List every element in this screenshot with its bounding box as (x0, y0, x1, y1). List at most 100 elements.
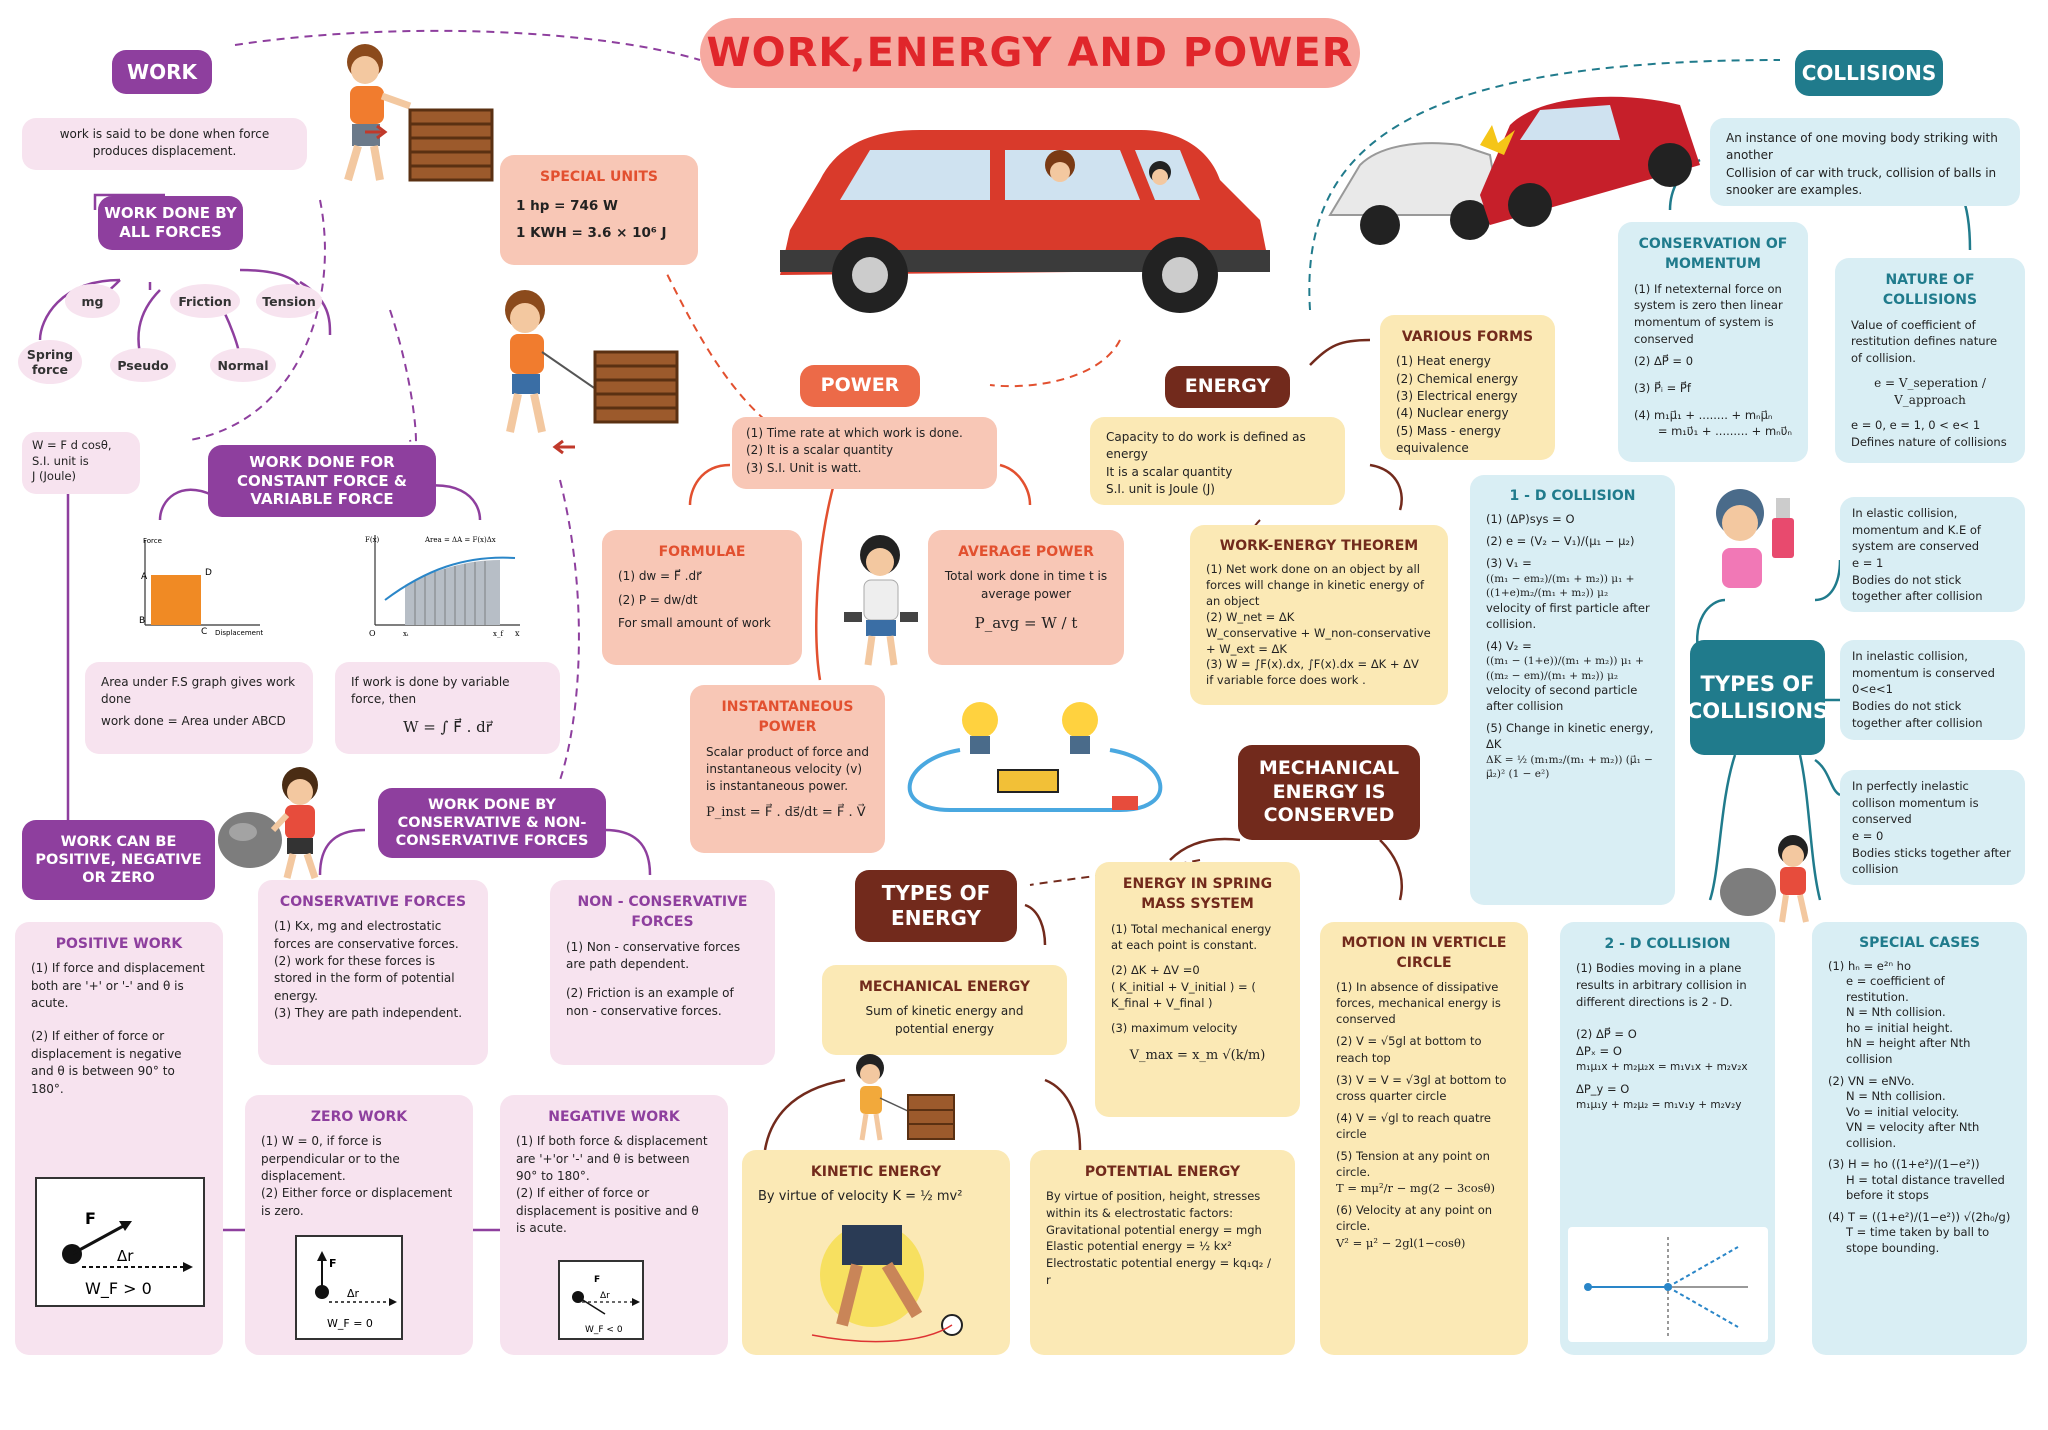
spring-mass-box: ENERGY IN SPRING MASS SYSTEM (1) Total m… (1095, 862, 1300, 1117)
formulae-line-3: For small amount of work (618, 616, 771, 631)
special-units-box: SPECIAL UNITS 1 hp = 746 W 1 KWH = 3.6 ×… (500, 155, 698, 265)
two-d-item: ΔP_y = O (1576, 1081, 1630, 1096)
two-d-item: m₁μ₁y + m₂μ₂ = m₁v₁y + m₂v₂y (1576, 1098, 1742, 1111)
positive-fig-w: W_F > 0 (85, 1279, 152, 1299)
nature-item: e = V_seperation / V_approach (1874, 375, 1986, 407)
average-power-box: AVERAGE POWER Total work done in time t … (928, 530, 1124, 665)
positive-work-heading: POSITIVE WORK (55, 936, 183, 952)
special-cases-box: SPECIAL CASES (1) hₙ = e²ⁿ ho e = coeffi… (1812, 922, 2027, 1355)
theorem-item: (1) Net work done on an object by all fo… (1206, 562, 1425, 609)
one-d-item: velocity of first particle after collisi… (1486, 600, 1650, 631)
one-d-collision-box: 1 - D COLLISION (1) (ΔP)sys = O (2) e = … (1470, 475, 1675, 905)
one-d-item: velocity of second particle after collis… (1486, 683, 1638, 714)
force-oval-tension: Tension (256, 284, 322, 318)
vertical-item: (5) Tension at any point on circle. (1336, 1149, 1490, 1180)
negative-work-figure: F Δr W_F < 0 (558, 1260, 644, 1340)
graph1-point-a: A (141, 572, 148, 582)
constant-variable-heading: WORK DONE FOR CONSTANT FORCE & VARIABLE … (208, 445, 436, 517)
conservative-box: CONSERVATIVE FORCES (1) Kx, mg and elect… (258, 880, 488, 1065)
energy-item: S.I. unit is Joule (J) (1106, 482, 1215, 497)
negative-fig-f: F (594, 1275, 600, 1285)
graph2-area-label: Area = ΔA = F(x)Δx (424, 536, 496, 544)
positive-work-box: POSITIVE WORK (1) If force and displacem… (15, 922, 223, 1355)
one-d-item: (3) V₁ = (1486, 556, 1532, 571)
boy-pulling-box-illustration (480, 282, 690, 457)
nature-collisions-box: NATURE OF COLLISIONS Value of coefficien… (1835, 258, 2025, 463)
power-item: (2) It is a scalar quantity (746, 443, 894, 458)
zero-item: (1) W = 0, if force is perpendicular or … (261, 1134, 400, 1184)
work-can-be-heading: WORK CAN BE POSITIVE, NEGATIVE OR ZERO (22, 820, 215, 900)
force-oval-mg: mg (65, 284, 120, 318)
variable-eq: W = ∫ F⃗ . dr⃗ (403, 717, 492, 736)
force-oval-friction: Friction (170, 284, 240, 318)
various-forms-item: (5) Mass - energy equivalence (1396, 423, 1501, 456)
special-item: (1) hₙ = e²ⁿ ho (1828, 958, 1912, 973)
negative-item: (2) If either of force or displacement i… (516, 1186, 699, 1236)
conservative-heading: CONSERVATIVE FORCES (279, 894, 467, 910)
inelastic-item: 0<e<1 (1852, 682, 1893, 697)
negative-fig-w: W_F < 0 (585, 1325, 623, 1335)
collisions-intro-item: An instance of one moving body striking … (1726, 131, 1998, 163)
various-forms-item: (4) Nuclear energy (1396, 406, 1509, 421)
power-heading: POWER (800, 365, 920, 407)
formulae-line-2: (2) P = dw/dt (618, 592, 698, 607)
force-oval-normal: Normal (210, 348, 276, 382)
conservative-item: (2) work for these forces is stored in t… (274, 954, 455, 1003)
negative-work-box: NEGATIVE WORK (1) If both force & displa… (500, 1095, 728, 1355)
collisions-intro-item: Collision of car with truck, collision o… (1726, 165, 1997, 198)
zero-fig-w: W_F = 0 (327, 1317, 373, 1330)
non-conservative-heading: NON - CONSERVATIVE FORCES (577, 894, 748, 931)
one-d-item: (2) e = (V₂ − V₁)/(μ₁ − μ₂) (1486, 534, 1635, 549)
vertical-item: (3) V = V = √3gl at bottom to cross quar… (1336, 1072, 1507, 1103)
conservative-item: (1) Kx, mg and electrostatic forces are … (274, 919, 459, 951)
graph2-xi-label: xᵢ (403, 630, 409, 638)
graph1-point-c: C (201, 627, 207, 637)
instantaneous-power-eq: P_inst = F⃗ . ds⃗/dt = F⃗ . V⃗ (706, 804, 866, 820)
potential-energy-box: POTENTIAL ENERGY By virtue of position, … (1030, 1150, 1295, 1355)
work-heading: WORK (112, 50, 212, 94)
zero-item: (2) Either force or displacement is zero… (261, 1186, 453, 1218)
average-power-heading: AVERAGE POWER (958, 544, 1094, 560)
boy-pushing-box-illustration (310, 40, 500, 190)
area-line-2: work done = Area under ABCD (101, 713, 286, 728)
two-d-collision-box: 2 - D COLLISION (1) Bodies moving in a p… (1560, 922, 1775, 1355)
vertical-circle-box: MOTION IN VERTICLE CIRCLE (1) In absence… (1320, 922, 1528, 1355)
mechanical-energy-text: Sum of kinetic energy and potential ener… (865, 1004, 1024, 1036)
momentum-item: (2) ΔP⃗ = 0 (1634, 354, 1694, 369)
graph1-y-label: Force (143, 537, 162, 545)
momentum-item: (4) m₁μ⃗₁ + ........ + mₙμ⃗ₙ (1634, 407, 1773, 422)
positive-work-figure: F Δr W_F > 0 (35, 1177, 205, 1307)
perfect-item: Bodies sticks together after collision (1852, 845, 2011, 877)
conservative-item: (3) They are path independent. (274, 1006, 463, 1021)
special-item: (2) VN = eNVo. (1828, 1073, 1915, 1088)
momentum-item: (3) P⃗ᵢ = P⃗f (1634, 380, 1691, 395)
vertical-item: (4) V = √gl to reach quatre circle (1336, 1110, 1491, 1141)
cons-noncons-heading: WORK DONE BY CONSERVATIVE & NON-CONSERVA… (378, 788, 606, 858)
elastic-item: Bodies do not stick together after colli… (1852, 572, 1983, 604)
nature-item: e = 0, e = 1, 0 < e< 1 Defines nature of… (1851, 418, 2007, 450)
average-power-eq: P_avg = W / t (974, 614, 1078, 633)
boy-rock-illustration (215, 760, 340, 880)
negative-fig-dr: Δr (600, 1291, 610, 1301)
zero-work-box: ZERO WORK (1) W = 0, if force is perpend… (245, 1095, 473, 1355)
positive-fig-f: F (85, 1209, 96, 1228)
one-d-item: (1) (ΔP)sys = O (1486, 512, 1575, 527)
vertical-item: (1) In absence of dissipative forces, me… (1336, 980, 1501, 1027)
work-formula-line: J (Joule) (32, 469, 77, 484)
power-box: (1) Time rate at which work is done. (2)… (732, 417, 997, 489)
kinetic-energy-text: By virtue of velocity K = ½ mv² (758, 1189, 963, 1205)
inelastic-collision-box: In inelastic collision, momentum is cons… (1840, 640, 2025, 740)
boy-small-box-illustration (840, 1050, 960, 1145)
kinetic-energy-box: KINETIC ENERGY By virtue of velocity K =… (742, 1150, 1010, 1355)
potential-item: Elastic potential energy = ½ kx² (1046, 1239, 1232, 1254)
special-item: (4) T = ((1+e²)/(1−e²)) √(2h₀/g) (1828, 1209, 2011, 1224)
two-d-item: m₁μ₁x + m₂μ₂x = m₁v₁x + m₂v₂x (1576, 1060, 1748, 1073)
special-item: VN = velocity after Nth collision. (1846, 1120, 1980, 1150)
variable-line-1: If work is done by variable force, then (351, 675, 510, 707)
energy-heading: ENERGY (1165, 366, 1290, 408)
bulb-circuit-illustration (890, 690, 1180, 830)
perfect-item: e = 0 (1852, 829, 1884, 844)
instantaneous-power-heading: INSTANTANEOUS POWER (721, 699, 854, 736)
types-collisions-heading: TYPES OF COLLISIONS (1687, 640, 1828, 755)
spring-item: (3) maximum velocity (1111, 1020, 1238, 1035)
